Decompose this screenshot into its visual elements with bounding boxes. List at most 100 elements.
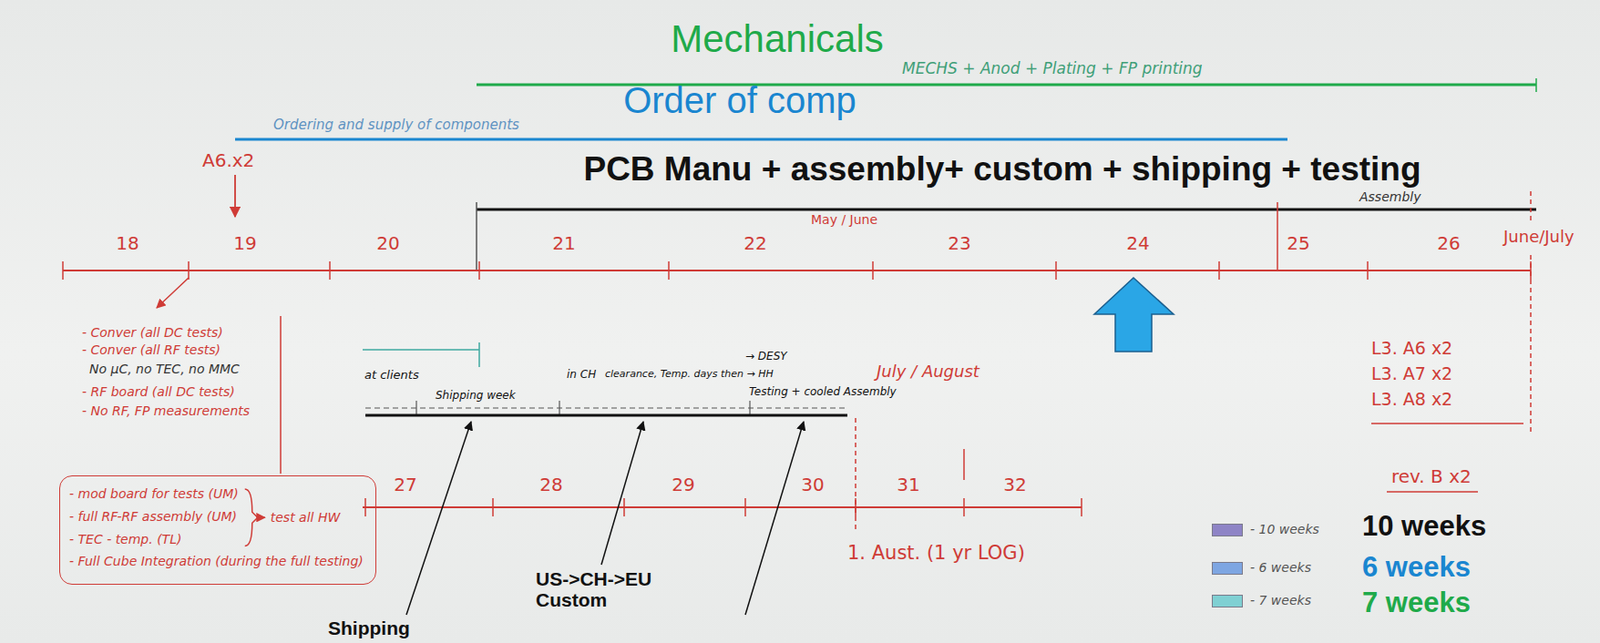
week-number: 29 — [671, 474, 695, 495]
list-item: - Full Cube Integration (during the full… — [69, 553, 364, 570]
month-label: May / June — [810, 213, 878, 227]
handwritten-note: in CH — [566, 369, 596, 381]
tick — [415, 400, 417, 416]
handwritten-note: Shipping week — [435, 389, 516, 402]
week-number: 27 — [393, 474, 417, 495]
tick — [478, 261, 481, 280]
list-line — [279, 316, 282, 474]
week-number: 31 — [896, 474, 920, 495]
list-item: No µC, no TEC, no MMC — [89, 362, 240, 377]
legend-text: 7 weeks — [1362, 587, 1471, 619]
bar-end — [1535, 78, 1538, 93]
tick — [1055, 261, 1057, 280]
deadline-line — [1529, 191, 1532, 225]
week-ticks — [62, 261, 1531, 280]
list-item: - Conver (all RF tests) — [82, 343, 221, 358]
bar-title: Mechanicals — [670, 18, 883, 61]
week-number: 22 — [743, 233, 767, 254]
tick — [558, 400, 560, 416]
board-item: rev. B x2 — [1391, 466, 1472, 487]
bracket-box: - mod board for tests (UM)- full RF-RF a… — [59, 475, 377, 585]
tick — [623, 498, 626, 517]
shipping-bar — [365, 414, 848, 418]
handwritten-note: Ordering and supply of components — [273, 117, 520, 134]
bar-title: Order of comp — [623, 80, 857, 121]
tick — [748, 400, 750, 416]
handwritten-note: - 10 weeks — [1250, 523, 1320, 537]
leader-arrow — [601, 421, 644, 565]
handwritten-note: - 6 weeks — [1250, 561, 1312, 575]
tick — [61, 261, 64, 280]
tick — [1366, 261, 1369, 280]
tick — [187, 261, 190, 280]
components-bar — [235, 138, 1288, 142]
tick — [667, 261, 670, 280]
handwritten-note: - 7 weeks — [1250, 594, 1312, 608]
list-item: - TEC - temp. (TL) — [69, 532, 182, 548]
curly-bracket — [60, 476, 70, 486]
list-item: - Conver (all DC tests) — [82, 326, 224, 340]
bar-limit — [1276, 202, 1279, 271]
bar-title: PCB Manu + assembly+ custom + shipping +… — [583, 151, 1421, 189]
legend-text: 6 weeks — [1362, 552, 1471, 584]
board-item: L3. A6 x2 — [1371, 338, 1453, 359]
hand-ticks — [416, 400, 750, 416]
month-label: June/July — [1503, 227, 1575, 247]
curly-bracket — [245, 489, 258, 546]
handwritten-note: 1. Aust. (1 yr LOG) — [847, 543, 1026, 565]
bar-limit — [475, 202, 478, 271]
week-number: 26 — [1436, 233, 1460, 254]
week-number: 21 — [552, 233, 575, 254]
tick — [492, 498, 494, 517]
tick — [963, 449, 965, 481]
list-item: - RF board (all DC tests) — [82, 385, 236, 400]
week-number: 28 — [539, 474, 563, 495]
pointer-arrow — [234, 174, 236, 217]
now-arrow — [1094, 277, 1174, 352]
tick — [871, 261, 874, 280]
legend-swatch — [1211, 523, 1243, 537]
week-number: 32 — [1003, 474, 1026, 495]
handwritten-note: at clients — [364, 369, 420, 382]
span-bracket — [478, 342, 481, 368]
week-number: 30 — [800, 474, 824, 495]
tick — [744, 498, 747, 517]
leader-arrow — [745, 421, 804, 616]
list-item: - full RF-RF assembly (UM) — [69, 509, 237, 525]
legend-swatch — [1211, 594, 1243, 608]
week-axis — [62, 269, 1531, 272]
board-item: L3. A8 x2 — [1371, 389, 1453, 410]
list-item: - No RF, FP measurements — [82, 404, 250, 419]
week-axis — [362, 506, 1082, 509]
tick — [364, 498, 367, 517]
tick — [1080, 498, 1083, 517]
handwritten-note: A6.x2 — [202, 150, 255, 171]
week-number: 25 — [1286, 233, 1310, 254]
week-number: 24 — [1126, 233, 1149, 254]
week-number: 23 — [947, 233, 971, 254]
leader-arrow — [406, 421, 472, 616]
callout-text: US->CH->EU Custom — [535, 568, 673, 611]
deadline-line — [1529, 255, 1532, 433]
underline — [1386, 491, 1478, 493]
pointer-arrow — [257, 516, 266, 519]
hand-timeline — [365, 407, 848, 409]
deadline-line — [854, 418, 857, 531]
board-item: L3. A7 x2 — [1371, 364, 1453, 384]
tick — [1218, 261, 1221, 280]
week-number: 19 — [233, 233, 257, 254]
handwritten-note: → DESY — [745, 350, 788, 363]
pointer-arrow — [156, 277, 189, 308]
span-bracket — [362, 348, 480, 351]
week-number: 20 — [376, 233, 400, 254]
underline — [1371, 422, 1524, 425]
handwritten-note: Assembly — [1359, 190, 1421, 205]
handwritten-note: MECHS + Anod + Plating + FP printing — [902, 60, 1203, 78]
week-number: 18 — [115, 233, 139, 254]
tick — [328, 261, 331, 280]
handwritten-note: Testing + cooled Assembly — [748, 386, 897, 399]
tick — [963, 498, 965, 517]
legend-text: 10 weeks — [1362, 511, 1487, 543]
legend-swatch — [1211, 562, 1243, 575]
